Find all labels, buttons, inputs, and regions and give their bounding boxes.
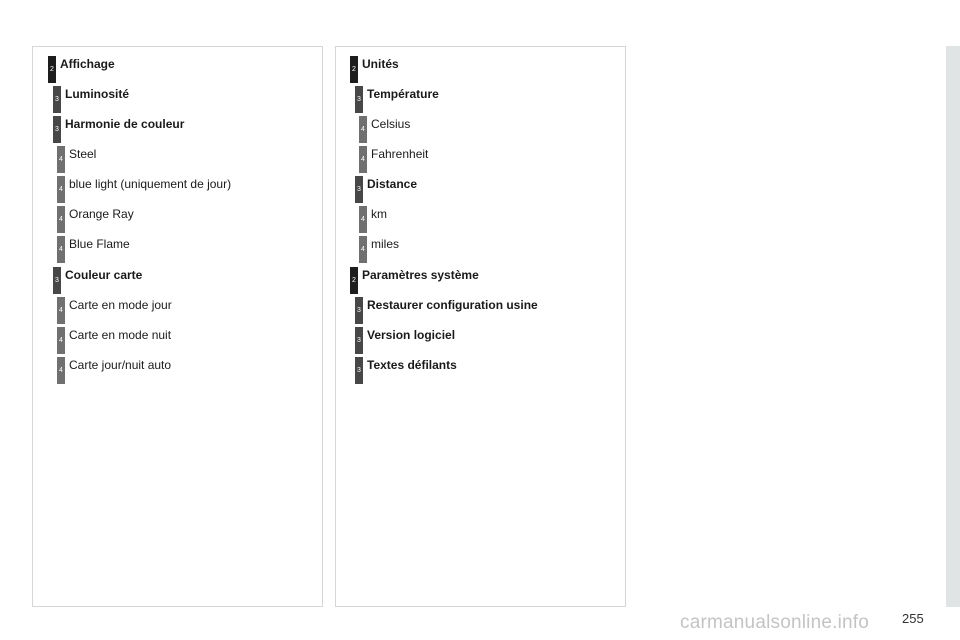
menu-item-unites: 2 Unités xyxy=(350,56,399,83)
menu-item-km: 4 km xyxy=(359,206,387,233)
menu-item-label: Affichage xyxy=(60,57,115,71)
level-badge: 4 xyxy=(57,357,65,384)
menu-item-parametres-systeme: 2 Paramètres système xyxy=(350,267,479,294)
menu-item-label: Distance xyxy=(367,177,418,191)
menu-item-affichage: 2 Affichage xyxy=(48,56,115,83)
level-badge: 4 xyxy=(57,176,65,203)
menu-item-label: Paramètres système xyxy=(362,268,479,282)
menu-item-label: Steel xyxy=(69,147,97,161)
menu-item-temperature: 3 Température xyxy=(355,86,439,113)
menu-panel-left: 2 Affichage 3 Luminosité 3 Harmonie de c… xyxy=(32,46,323,607)
menu-item-blue-flame: 4 Blue Flame xyxy=(57,236,130,263)
menu-item-fahrenheit: 4 Fahrenheit xyxy=(359,146,428,173)
menu-list-right: 2 Unités 3 Température 4 Celsius 4 Fahre… xyxy=(336,47,625,606)
level-badge: 4 xyxy=(57,327,65,354)
level-badge: 4 xyxy=(57,146,65,173)
menu-item-carte-mode-jour: 4 Carte en mode jour xyxy=(57,297,172,324)
menu-item-label: Carte en mode nuit xyxy=(69,328,172,342)
menu-item-label: Unités xyxy=(362,57,399,71)
menu-item-label: Harmonie de couleur xyxy=(65,117,185,131)
level-badge: 4 xyxy=(359,116,367,143)
level-badge: 2 xyxy=(350,56,358,83)
menu-item-label: Restaurer configuration usine xyxy=(367,298,538,312)
level-badge: 4 xyxy=(57,297,65,324)
menu-item-blue-light: 4 blue light (uniquement de jour) xyxy=(57,176,231,203)
menu-item-harmonie-de-couleur: 3 Harmonie de couleur xyxy=(53,116,184,143)
menu-item-luminosite: 3 Luminosité xyxy=(53,86,129,113)
menu-item-label: Carte jour/nuit auto xyxy=(69,358,172,372)
level-badge: 4 xyxy=(359,146,367,173)
level-badge: 4 xyxy=(359,236,367,263)
menu-item-carte-jour-nuit-auto: 4 Carte jour/nuit auto xyxy=(57,357,171,384)
level-badge: 4 xyxy=(57,236,65,263)
level-badge: 3 xyxy=(355,327,363,354)
level-badge: 2 xyxy=(48,56,56,83)
menu-item-distance: 3 Distance xyxy=(355,176,417,203)
menu-item-miles: 4 miles xyxy=(359,236,399,263)
level-badge: 4 xyxy=(57,206,65,233)
menu-item-label: Fahrenheit xyxy=(371,147,429,161)
menu-item-version-logiciel: 3 Version logiciel xyxy=(355,327,455,354)
menu-item-label: Version logiciel xyxy=(367,328,456,342)
page-side-tab xyxy=(946,46,960,607)
level-badge: 2 xyxy=(350,267,358,294)
menu-item-label: blue light (uniquement de jour) xyxy=(69,177,232,191)
watermark: carmanualsonline.info xyxy=(680,612,870,633)
menu-item-label: Blue Flame xyxy=(69,237,130,251)
menu-item-label: Textes défilants xyxy=(367,358,457,372)
menu-item-couleur-carte: 3 Couleur carte xyxy=(53,267,142,294)
level-badge: 3 xyxy=(355,357,363,384)
menu-item-restaurer-configuration: 3 Restaurer configuration usine xyxy=(355,297,538,324)
menu-list-left: 2 Affichage 3 Luminosité 3 Harmonie de c… xyxy=(33,47,322,606)
level-badge: 3 xyxy=(355,176,363,203)
menu-item-label: Couleur carte xyxy=(65,268,143,282)
menu-item-celsius: 4 Celsius xyxy=(359,116,410,143)
menu-item-carte-mode-nuit: 4 Carte en mode nuit xyxy=(57,327,171,354)
menu-item-label: Orange Ray xyxy=(69,207,134,221)
menu-item-label: Luminosité xyxy=(65,87,130,101)
level-badge: 3 xyxy=(355,297,363,324)
menu-item-steel: 4 Steel xyxy=(57,146,96,173)
page-number: 255 xyxy=(902,611,924,626)
menu-item-textes-defilants: 3 Textes défilants xyxy=(355,357,457,384)
menu-item-label: Celsius xyxy=(371,117,411,131)
menu-item-orange-ray: 4 Orange Ray xyxy=(57,206,134,233)
menu-item-label: Carte en mode jour xyxy=(69,298,172,312)
menu-item-label: km xyxy=(371,207,387,221)
level-badge: 3 xyxy=(53,86,61,113)
level-badge: 3 xyxy=(53,267,61,294)
level-badge: 4 xyxy=(359,206,367,233)
level-badge: 3 xyxy=(53,116,61,143)
menu-item-label: Température xyxy=(367,87,439,101)
level-badge: 3 xyxy=(355,86,363,113)
menu-panel-right: 2 Unités 3 Température 4 Celsius 4 Fahre… xyxy=(335,46,626,607)
menu-item-label: miles xyxy=(371,237,400,251)
